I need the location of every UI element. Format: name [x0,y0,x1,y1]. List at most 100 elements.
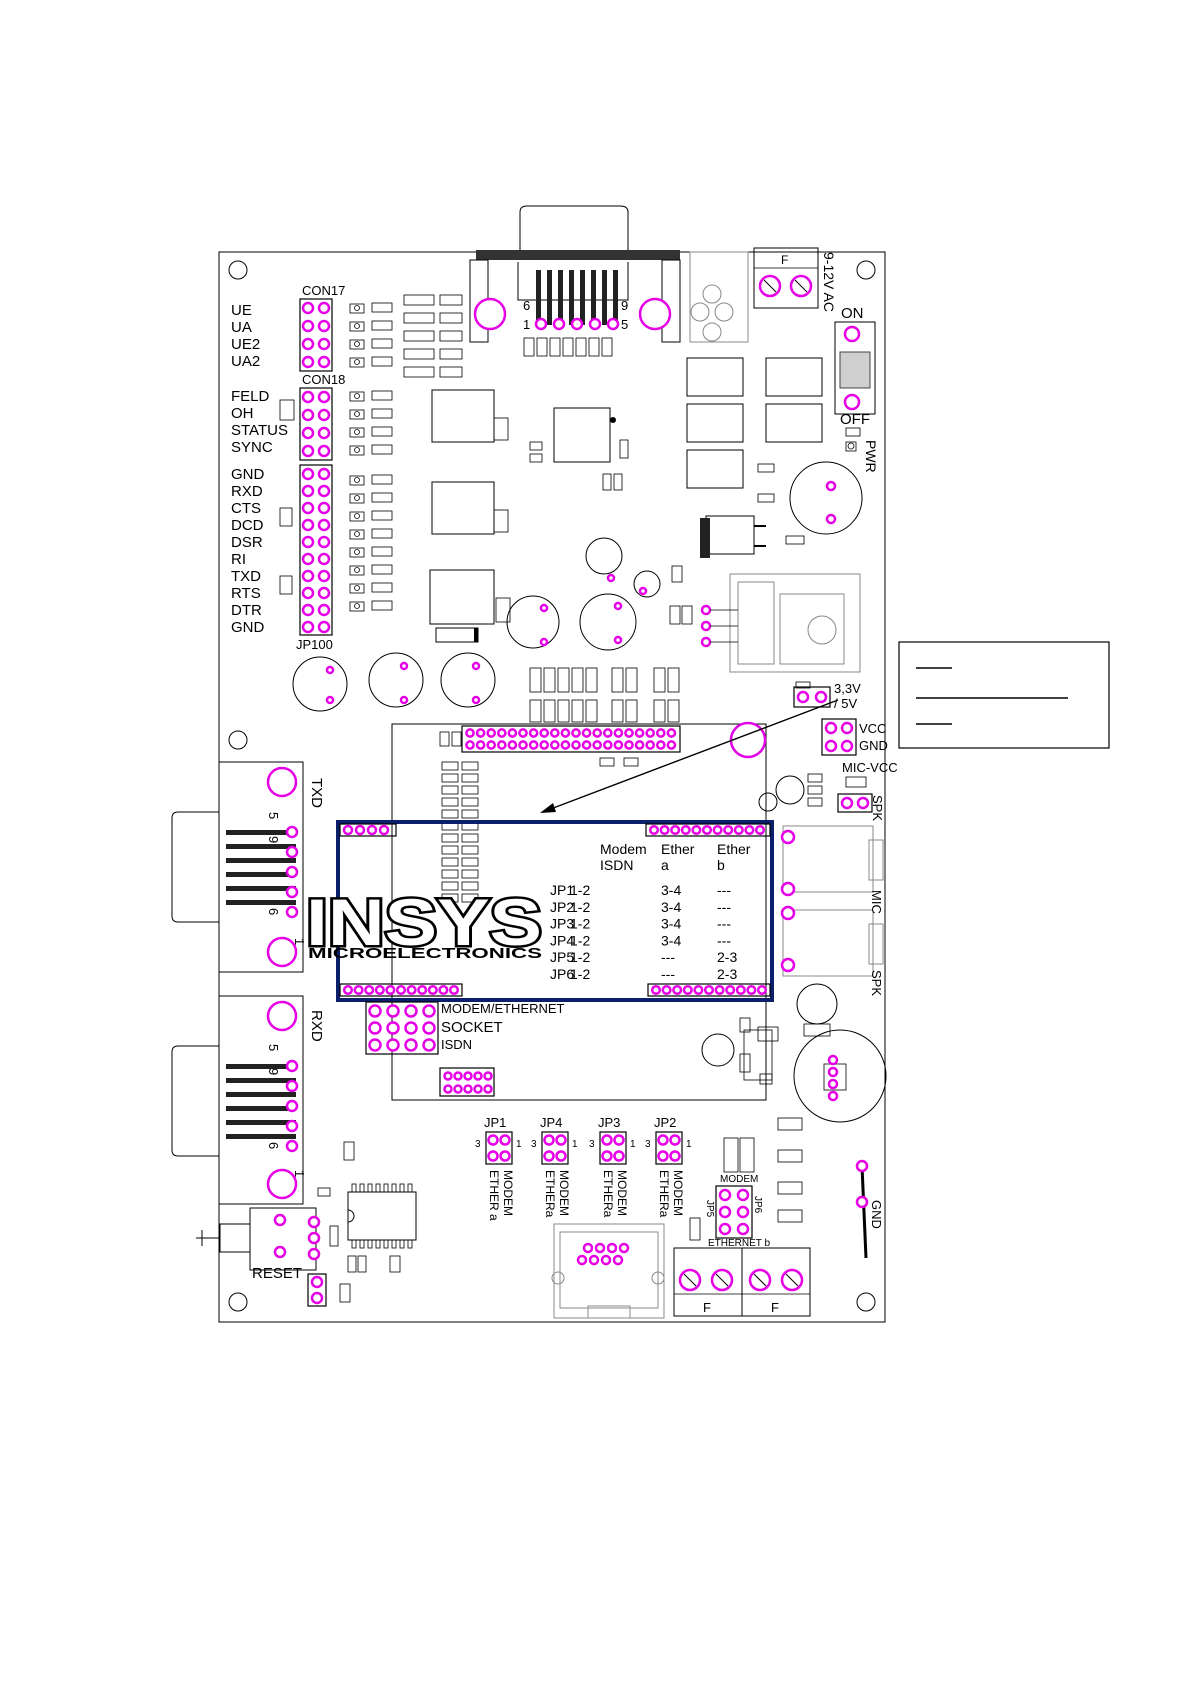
smd [441,773,459,783]
mic-label: MIC [869,890,884,914]
socket-label-isdn: ISDN [441,1037,472,1052]
led-dot [354,305,360,311]
pad [499,1150,511,1162]
pad [746,984,757,996]
switch-off-label: OFF [840,411,870,428]
table-cell-ether-a: --- [661,966,675,982]
jp5-jp6-block: MODEM ETHERNET b JP5 JP6 [689,1137,770,1249]
pad [672,984,683,996]
fuse-label-bottom-1: F [703,1300,711,1315]
db9-pin1-label: 1 [523,317,530,332]
pad [539,740,550,750]
led-footprint [349,391,365,402]
pad [602,728,613,738]
txd-pin5: 5 [266,812,281,819]
pad [475,728,486,738]
txd-pin1: 1 [292,938,307,945]
capacitor [585,667,598,693]
jumper-pin-left: 3 [531,1139,537,1150]
jumper-modem-label: MODEM [501,1170,515,1216]
db9-pin6-label: 6 [523,298,530,313]
jp6-label: JP6 [752,1196,763,1214]
pad [613,1134,625,1146]
pad [386,1021,400,1035]
led-dot [354,567,360,573]
led-footprint [349,475,365,486]
jp100-label: JP100 [296,637,333,652]
label-ua2: UA2 [231,353,260,370]
jp56-ethernet-b-label: ETHERNET b [708,1238,770,1249]
smd [461,845,479,855]
cap [279,399,295,421]
jumper-name: JP3 [598,1115,620,1130]
label-rxd: RXD [231,483,263,500]
label-status: STATUS [231,422,288,439]
power-fuse-label: F [781,253,788,267]
pad [543,1150,555,1162]
pad [463,1071,473,1081]
capacitor [611,667,624,693]
cap [279,507,293,527]
resistor [439,312,463,324]
resistor [439,348,463,360]
pin [351,1183,357,1193]
led-footprint [349,409,365,420]
jp100-header: JP100 [296,464,333,652]
smd [461,797,479,807]
pad [571,728,581,738]
pad [581,728,592,738]
resistor [371,564,393,575]
pwr-label: PWR [863,440,879,473]
jumper-name: JP4 [540,1115,562,1130]
pad [733,824,744,836]
table-cell-jp: JP4 [550,932,574,948]
pad [473,1071,483,1081]
pad [670,824,681,836]
table-cell-jp: JP6 [550,966,574,982]
pad [301,501,315,515]
capacitor [585,699,598,723]
smd [461,833,479,843]
pin [383,1183,389,1193]
led-footprint [349,445,365,456]
pad [463,1084,473,1094]
led-dot [354,359,360,365]
jumper-modem-label: MODEM [557,1170,571,1216]
pad [473,1084,483,1094]
pad [602,740,613,750]
pad [701,824,713,836]
pin [391,1239,397,1249]
capacitor [529,667,542,693]
gnd-label-right: GND [859,738,888,753]
resistor [371,582,393,593]
jumper-pin-left: 3 [645,1139,651,1150]
speaker [793,1029,887,1123]
led-footprint [349,601,365,612]
resistor-pack [403,348,435,360]
pad [659,824,670,836]
jumper-box [485,1131,513,1165]
pad [404,1038,418,1052]
label-dtr: DTR [231,602,262,619]
con17-label: CON17 [302,283,345,298]
capacitor [557,699,570,723]
led-footprint [349,321,365,332]
capacitor [625,699,638,723]
socket-jumper-block [365,1001,439,1055]
smd [441,881,459,891]
pad [682,984,693,996]
v5-label: / 5V [834,696,857,711]
pad [404,1004,418,1018]
resistor [371,356,393,367]
pin [375,1239,381,1249]
table-cell-jp: JP2 [550,899,574,915]
capacitor [571,667,584,693]
pad [301,569,315,583]
pad [301,467,315,481]
smd [461,881,479,891]
pad [465,728,475,738]
smd [461,809,479,819]
led-dot [354,495,360,501]
pad [703,984,715,996]
pad [317,518,331,532]
